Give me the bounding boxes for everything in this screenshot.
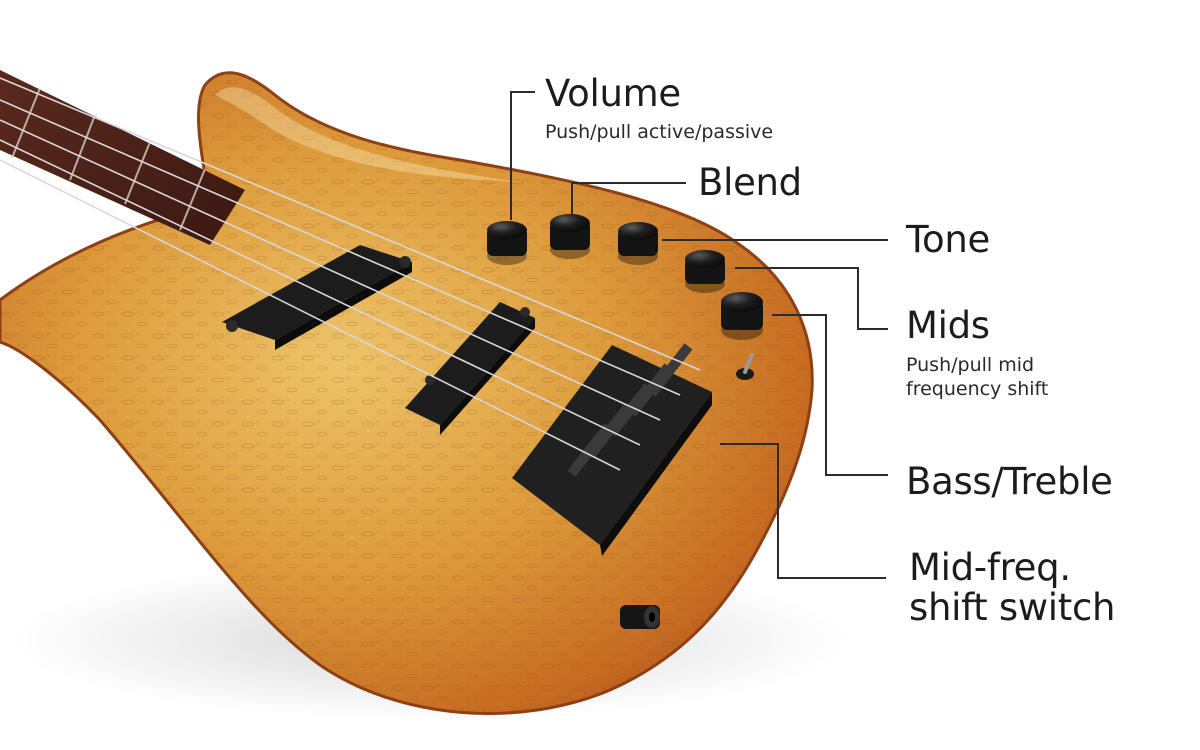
mids-knob	[685, 250, 725, 293]
blend-label: Blend	[698, 161, 802, 204]
tone-knob	[618, 222, 658, 265]
frets	[11, 87, 206, 231]
tone-label: Tone	[906, 218, 990, 261]
mid-freq-switch	[736, 353, 754, 380]
mid-freq-switch-label: Mid-freq. shift switch	[909, 546, 1116, 629]
blend-leader	[571, 182, 686, 216]
volume-description: Push/pull active/passive	[545, 121, 774, 143]
body-highlight	[215, 87, 520, 182]
volume-knob	[487, 221, 527, 265]
mids-leader	[735, 267, 888, 330]
bass-treble-knob	[721, 292, 763, 340]
bridge	[512, 343, 712, 556]
mid-switch-leader	[720, 443, 886, 579]
leader-lines	[510, 91, 888, 579]
bass-treble-label: Bass/Treble	[906, 460, 1113, 503]
blend-knob	[550, 214, 590, 259]
volume-label: Volume	[545, 72, 681, 115]
volume-leader	[510, 91, 535, 220]
bass-treble-leader	[772, 314, 888, 476]
strings	[0, 77, 701, 471]
mids-description: Push/pull mid frequency shift	[906, 354, 1049, 400]
fretboard	[0, 70, 245, 245]
mids-label: Mids	[906, 304, 990, 347]
neck-pickup	[222, 245, 412, 350]
output-jack	[620, 605, 660, 629]
